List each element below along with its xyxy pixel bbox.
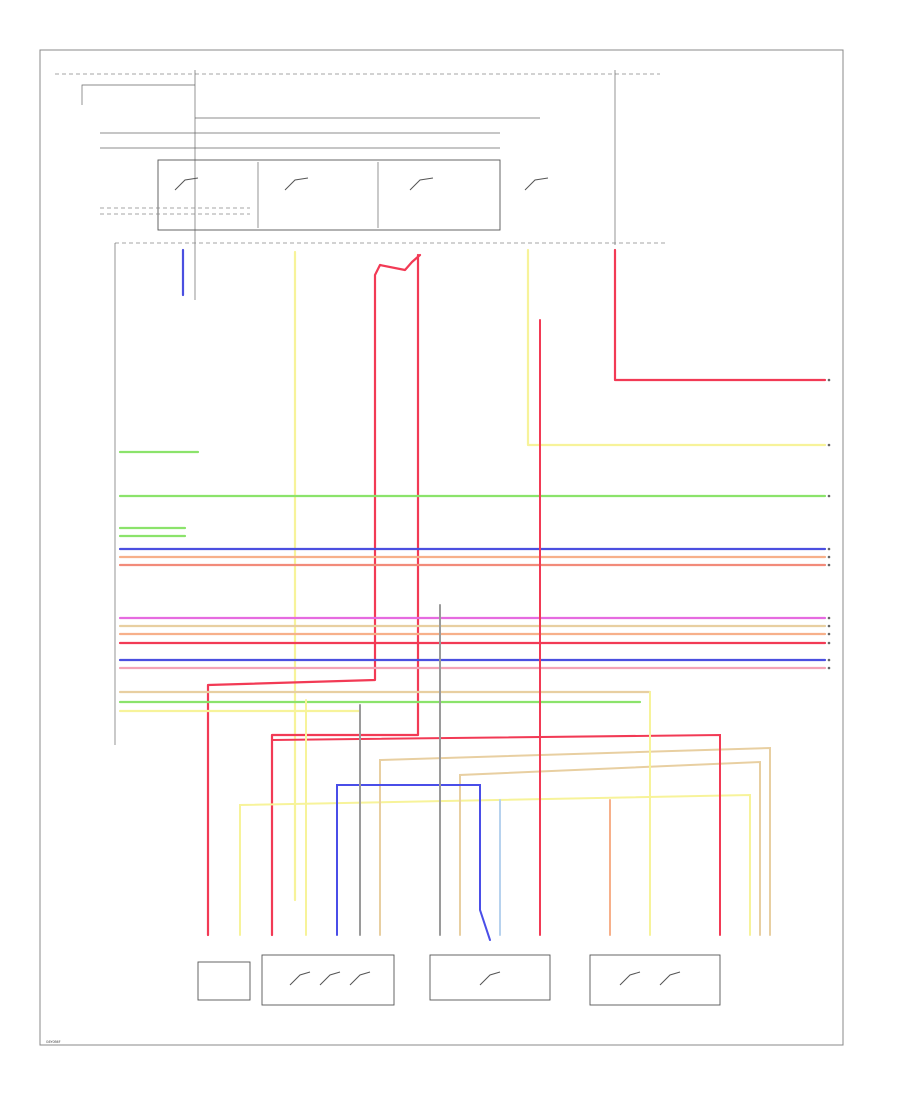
component-box-1 [197,961,251,1001]
right-connectors [827,378,831,670]
relay-box [157,159,501,231]
component-box-2 [261,954,395,1006]
relay-contacts [174,177,549,191]
diagram-frame [39,49,844,1046]
left-feed [81,84,195,105]
wire-red-main-loop [206,253,422,937]
wire-yel-vert-right [526,248,827,447]
component-switches [289,971,681,986]
component-box-4 [589,954,721,1006]
bus-lines [118,450,827,713]
lower-harness [239,319,771,941]
wire-red-fuse-right [613,248,827,382]
component-box-3 [429,954,551,1001]
footer-code: G6Y0B6F [46,1040,61,1044]
